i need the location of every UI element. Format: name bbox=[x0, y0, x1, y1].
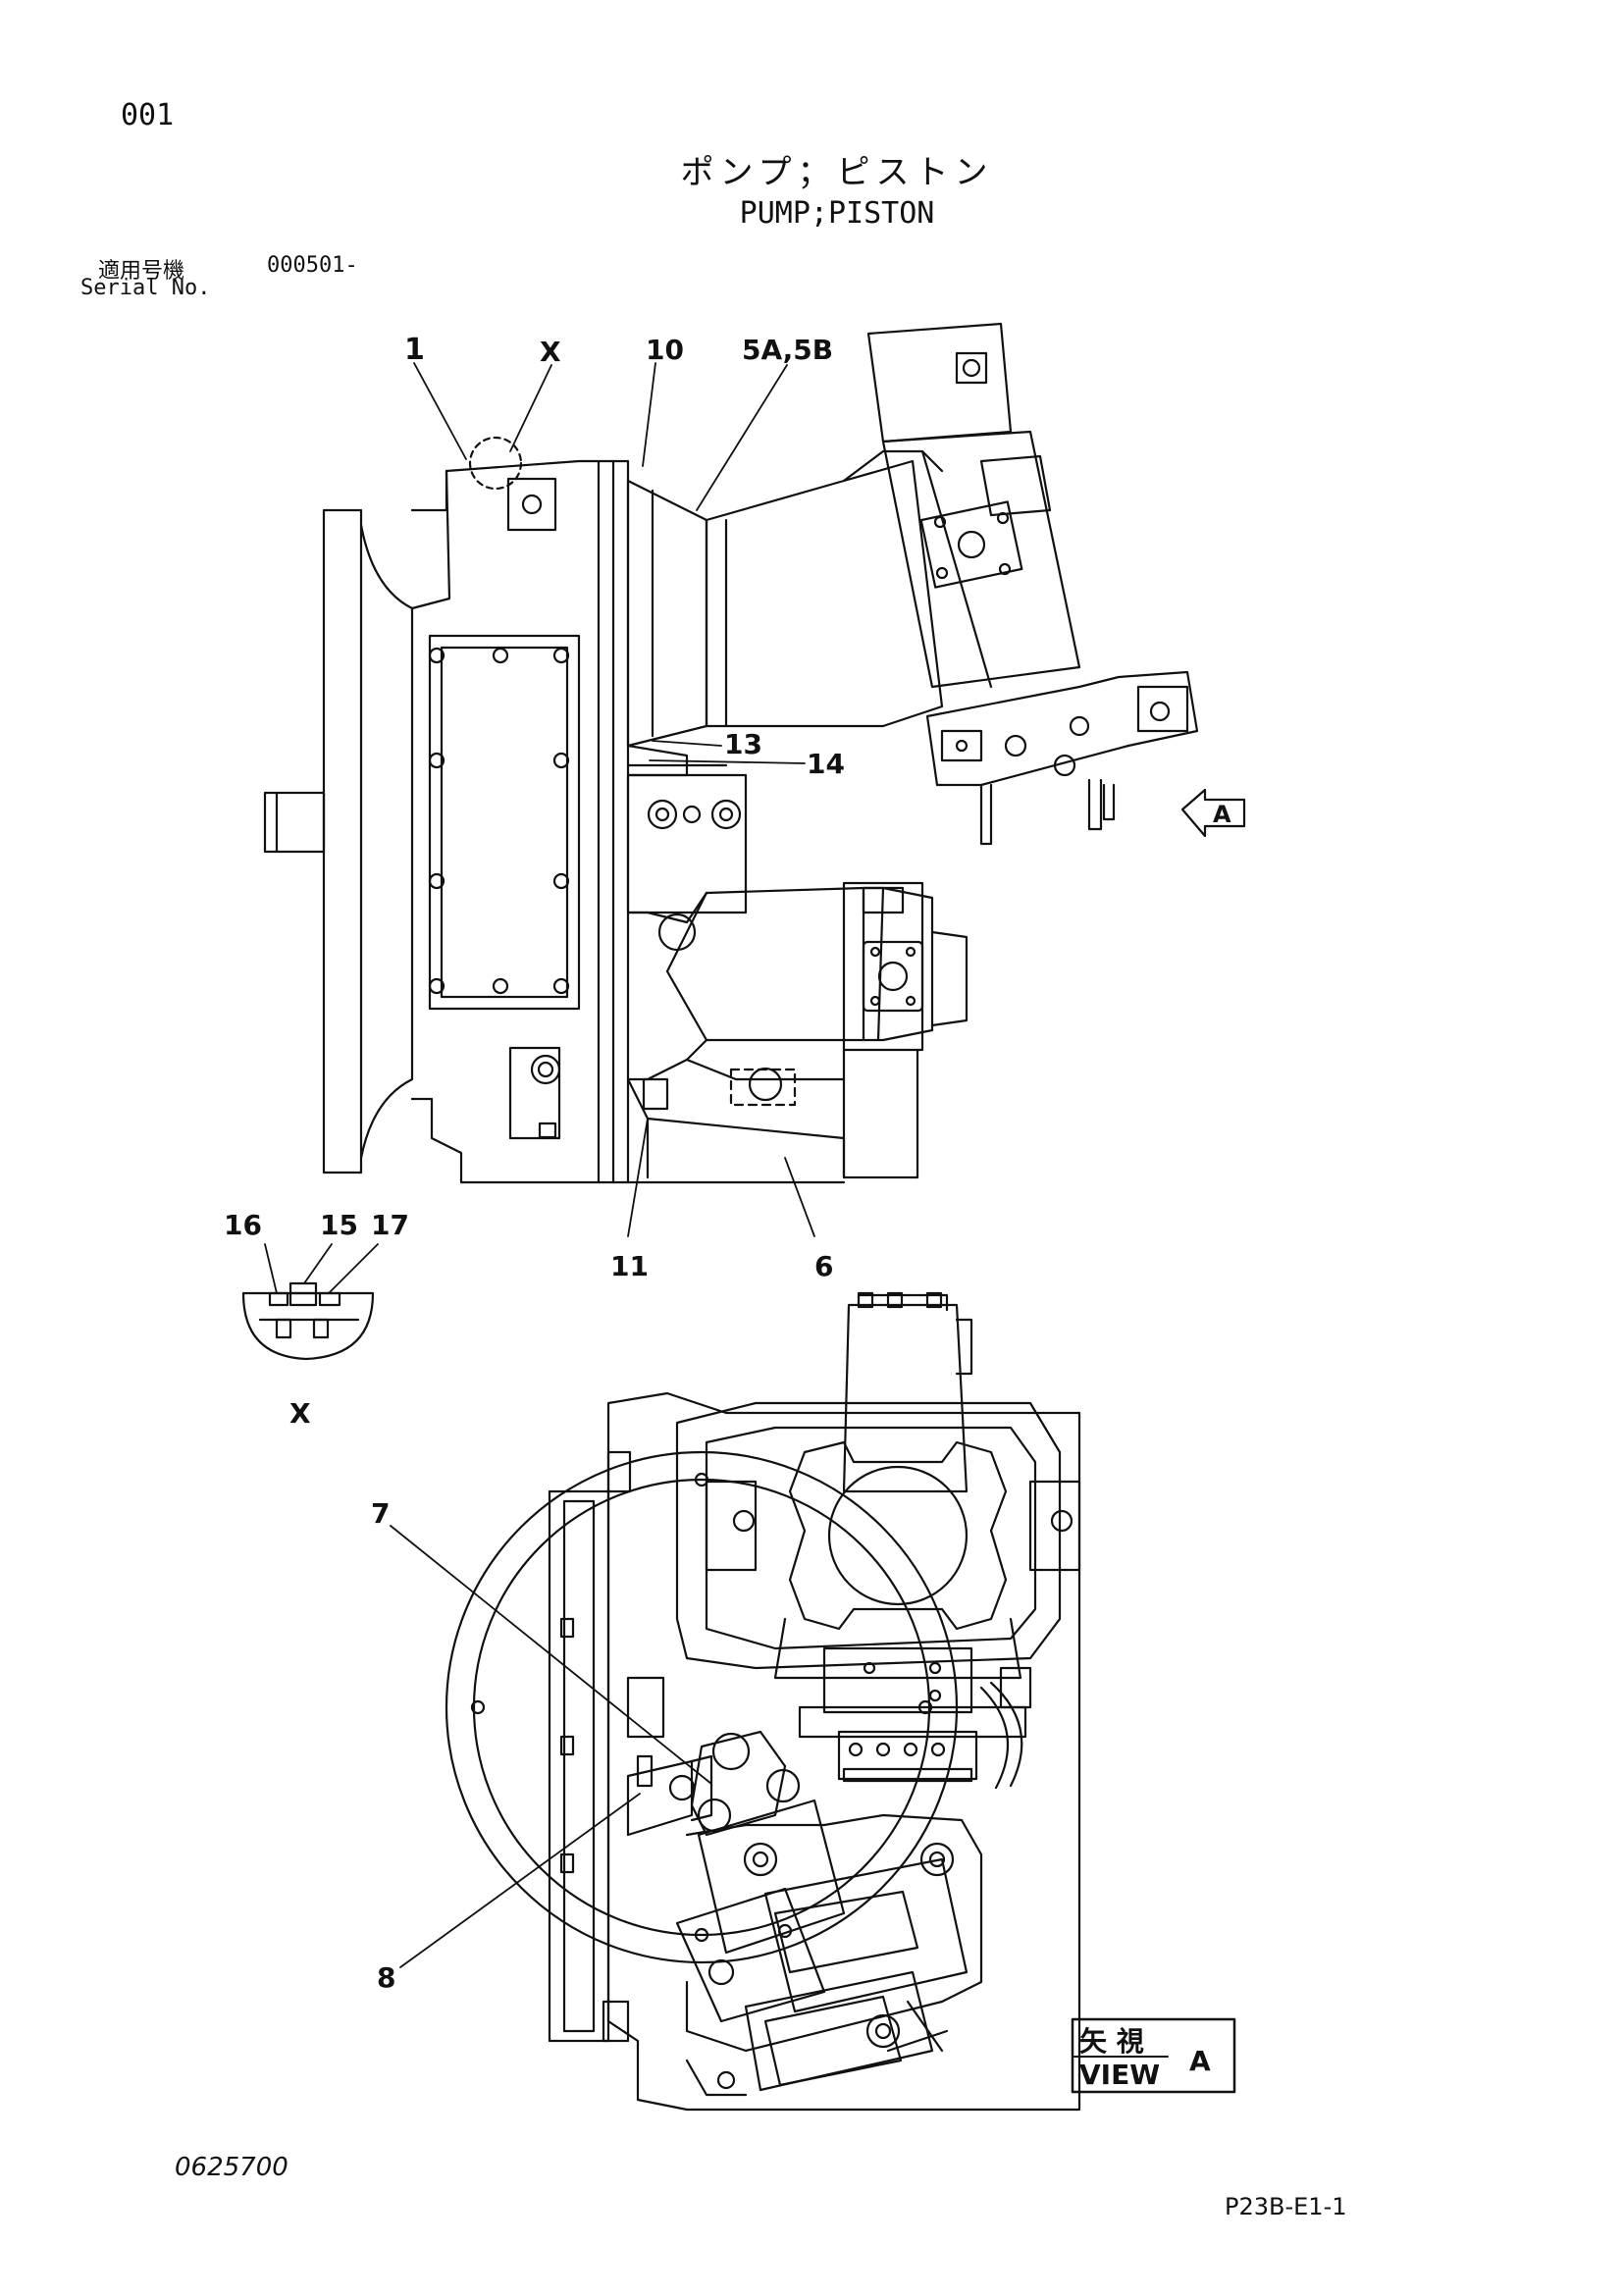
page-code: P23B-E1-1 bbox=[1225, 2193, 1347, 2220]
callout-labels: 1 X 10 5A,5B 13 14 A 11 6 16 15 17 X 7 8 bbox=[224, 333, 1231, 1994]
callout-8: 8 bbox=[377, 1961, 395, 1994]
callout-7: 7 bbox=[371, 1497, 390, 1530]
leader-lines-side bbox=[413, 362, 815, 1237]
callout-14: 14 bbox=[807, 748, 845, 780]
callout-15: 15 bbox=[320, 1209, 358, 1241]
callout-a: A bbox=[1213, 801, 1231, 828]
page-number: 001 bbox=[121, 98, 175, 132]
detail-x-label: X bbox=[289, 1397, 311, 1430]
side-view-drawing bbox=[263, 322, 1199, 1184]
callout-10: 10 bbox=[646, 334, 684, 366]
callout-17: 17 bbox=[371, 1209, 409, 1241]
callout-13: 13 bbox=[724, 728, 762, 760]
callout-11: 11 bbox=[610, 1250, 649, 1282]
detail-x-drawing bbox=[241, 1243, 379, 1361]
view-a-label-letter: A bbox=[1189, 2045, 1211, 2077]
callout-1: 1 bbox=[404, 333, 425, 367]
view-a-box: 矢 視 VIEW A bbox=[1071, 2017, 1236, 2094]
view-a-label-japanese: 矢 視 bbox=[1079, 2025, 1144, 2058]
view-a-drawing bbox=[445, 1291, 1081, 2112]
leader-lines-view-a bbox=[390, 1525, 712, 1968]
title-japanese: ポンプ；ピストン bbox=[680, 153, 994, 192]
view-a-arrow bbox=[1180, 788, 1246, 838]
view-a-label-english: VIEW bbox=[1079, 2059, 1160, 2091]
document-number: 0625700 bbox=[175, 2153, 288, 2182]
serial-number-value: 000501- bbox=[267, 253, 358, 278]
title-english: PUMP;PISTON bbox=[739, 196, 935, 231]
serial-label-english: Serial No. bbox=[80, 276, 211, 300]
callout-5a-5b: 5A,5B bbox=[742, 334, 833, 366]
callout-6: 6 bbox=[814, 1250, 833, 1282]
callout-16: 16 bbox=[224, 1209, 262, 1241]
serial-label-japanese: 適用号機 bbox=[98, 259, 185, 284]
cover-bolts bbox=[428, 647, 570, 995]
callout-x: X bbox=[540, 336, 561, 368]
